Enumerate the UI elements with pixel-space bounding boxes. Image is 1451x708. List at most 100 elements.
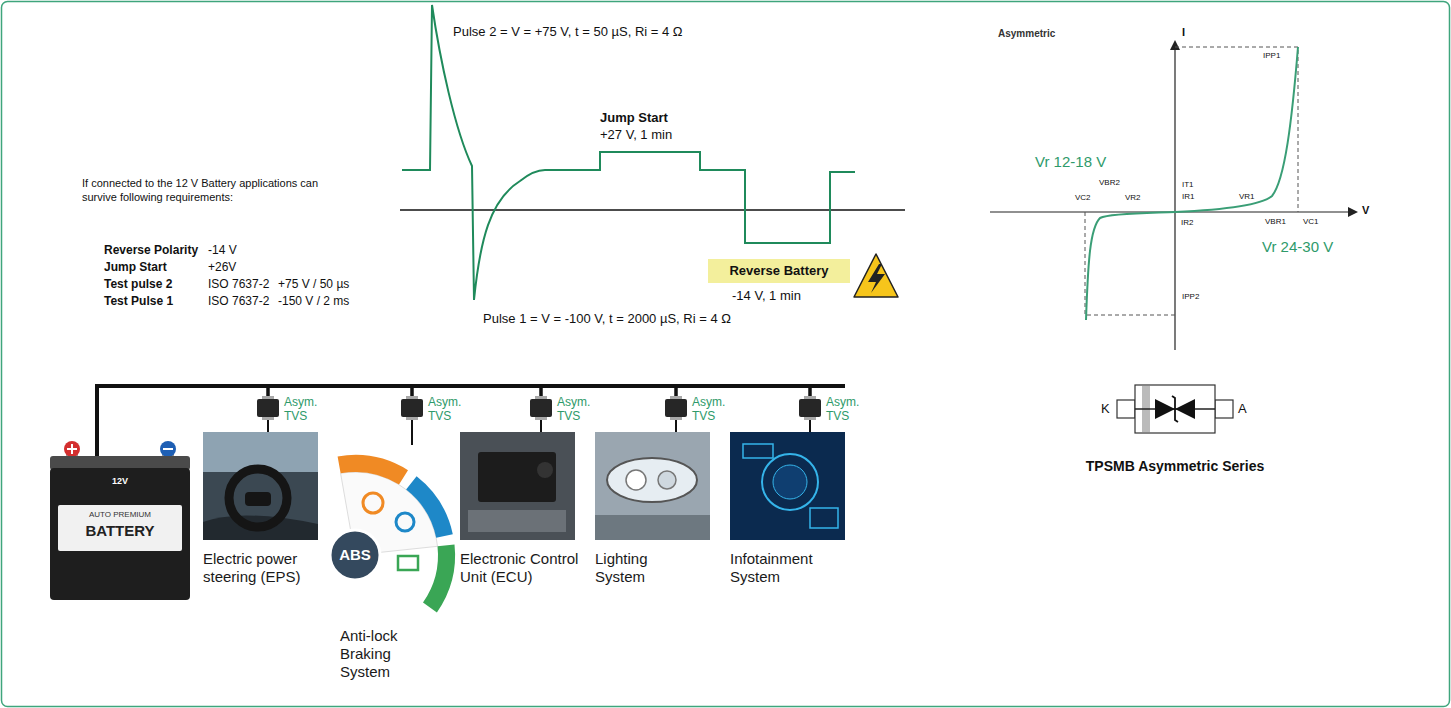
- infotainment-photo: [730, 432, 845, 540]
- curve-point-label: VBR2: [1098, 178, 1121, 188]
- tvs-chip: Asym. TVS: [400, 398, 424, 418]
- wire: [411, 418, 413, 445]
- gear-icon: [363, 493, 383, 513]
- chip-body: [257, 399, 279, 417]
- application-caption: Electric power steering (EPS): [203, 550, 321, 586]
- curve-point-label: VR2: [1124, 193, 1142, 203]
- battery-lid: [50, 456, 190, 470]
- table-cell: +26V: [208, 260, 236, 275]
- hud-panel: [810, 508, 838, 528]
- tvs-label: Asym. TVS: [284, 395, 328, 423]
- axis-label: I: [1182, 26, 1185, 40]
- pulse-label: Pulse 1 = V = -100 V, t = 2000 µS, Ri = …: [483, 311, 731, 327]
- curve-point-label: IPP1: [1262, 51, 1281, 61]
- chip-body: [530, 399, 552, 417]
- band-title: Reverse Battery: [708, 259, 850, 283]
- lightning-bolt: [868, 264, 885, 293]
- abs-badge-text: ABS: [330, 546, 380, 564]
- application-picture: Electronic Control Unit (ECU): [460, 432, 595, 586]
- level-value: +27 V, 1 min: [600, 127, 672, 143]
- hud-ring: [762, 454, 818, 510]
- curve-point-label: VBR1: [1264, 217, 1287, 227]
- battery-minus-cap: [160, 441, 176, 457]
- application-caption: Infotainment System: [730, 550, 848, 586]
- steering-wheel: [229, 469, 287, 527]
- curve-point-label: VR1: [1238, 192, 1256, 202]
- dashed-guide: [1175, 47, 1298, 212]
- ecu-box: [478, 452, 556, 502]
- table-cell: +75 V / 50 µs: [278, 277, 349, 292]
- application-caption: Anti-lock Braking System: [340, 627, 428, 681]
- battery: 12V AUTO PREMIUM BATTERY: [48, 456, 192, 600]
- pad: [1215, 400, 1233, 418]
- pulse-label: Pulse 2 = V = +75 V, t = 50 µS, Ri = 4 Ω: [453, 24, 683, 40]
- engine-cap: [537, 462, 553, 478]
- curve-point-label: VC2: [1074, 193, 1092, 203]
- wire: [675, 418, 677, 432]
- ecu-photo: [460, 432, 575, 540]
- application-picture: Electric power steering (EPS): [203, 432, 321, 586]
- curve-point-label: IR2: [1180, 218, 1194, 228]
- tvs-chip: Asym. TVS: [256, 398, 280, 418]
- battery-label: BATTERY: [48, 522, 192, 540]
- table-cell: Reverse Polarity: [104, 243, 198, 258]
- level-title: Jump Start: [600, 110, 668, 126]
- chart-title: Asymmetric: [998, 28, 1055, 41]
- engine-part: [468, 510, 566, 532]
- tvs-package: [257, 396, 821, 420]
- tvs-label: Asym. TVS: [428, 395, 472, 423]
- curve-point-label: IPP2: [1181, 292, 1200, 302]
- table-cell: ISO 7637-2: [208, 277, 269, 292]
- intro-note: If connected to the 12 V Battery applica…: [82, 177, 334, 205]
- minus-sign: [163, 448, 173, 450]
- level-value: -14 V, 1 min: [732, 288, 801, 304]
- eps-photo: [203, 432, 318, 540]
- curve-point-label: VC1: [1302, 217, 1320, 227]
- axis-label: V: [1362, 204, 1369, 218]
- tvs-label: Asym. TVS: [692, 395, 736, 423]
- voltage-range-label: Vr 12-18 V: [1035, 153, 1106, 172]
- hud-core: [773, 465, 807, 499]
- table-cell: Test Pulse 1: [104, 294, 173, 309]
- tvs-chip: Asym. TVS: [798, 398, 822, 418]
- tvs-chip: Asym. TVS: [664, 398, 688, 418]
- hud-panel: [743, 444, 773, 458]
- axis-arrow: [1170, 40, 1180, 50]
- headlight: [607, 458, 697, 502]
- package-body: [1135, 385, 1215, 433]
- chip-body: [401, 399, 423, 417]
- table-cell: Test pulse 2: [104, 277, 172, 292]
- battery-voltage: 12V: [48, 476, 192, 487]
- bumper: [595, 515, 710, 540]
- wire: [809, 418, 811, 432]
- voltage-waveform: [402, 5, 855, 300]
- plus-sign: [67, 444, 77, 454]
- power-bus: [96, 384, 845, 388]
- table-cell: Jump Start: [104, 260, 167, 275]
- tvs-chip: Asym. TVS: [529, 398, 553, 418]
- table-cell: -14 V: [208, 243, 237, 258]
- battery-brand: AUTO PREMIUM: [48, 510, 192, 520]
- voltage-range-label: Vr 24-30 V: [1262, 238, 1333, 257]
- curve-point-label: IR1: [1181, 192, 1195, 202]
- sensor-icon: [396, 513, 414, 531]
- series-caption: TPSMB Asymmetric Series: [1065, 458, 1285, 476]
- application-picture: Lighting System: [595, 432, 713, 586]
- pin-label: K: [1101, 401, 1110, 417]
- i-axis: [1174, 48, 1175, 350]
- application-picture: Infotainment System: [730, 432, 848, 586]
- application-picture: ABS Anti-lock Braking System: [330, 445, 460, 681]
- table-cell: -150 V / 2 ms: [278, 294, 349, 309]
- warning-band: Reverse Battery: [708, 259, 850, 283]
- chip-body: [799, 399, 821, 417]
- wire: [267, 418, 269, 432]
- lighting-photo: [595, 432, 710, 540]
- abs-green-arc: [423, 545, 455, 613]
- application-caption: Electronic Control Unit (ECU): [460, 550, 595, 586]
- pad: [1117, 400, 1135, 418]
- abs-orange-arc: [338, 455, 408, 485]
- battery-plus-cap: [64, 441, 80, 457]
- abs-badge: [330, 530, 380, 580]
